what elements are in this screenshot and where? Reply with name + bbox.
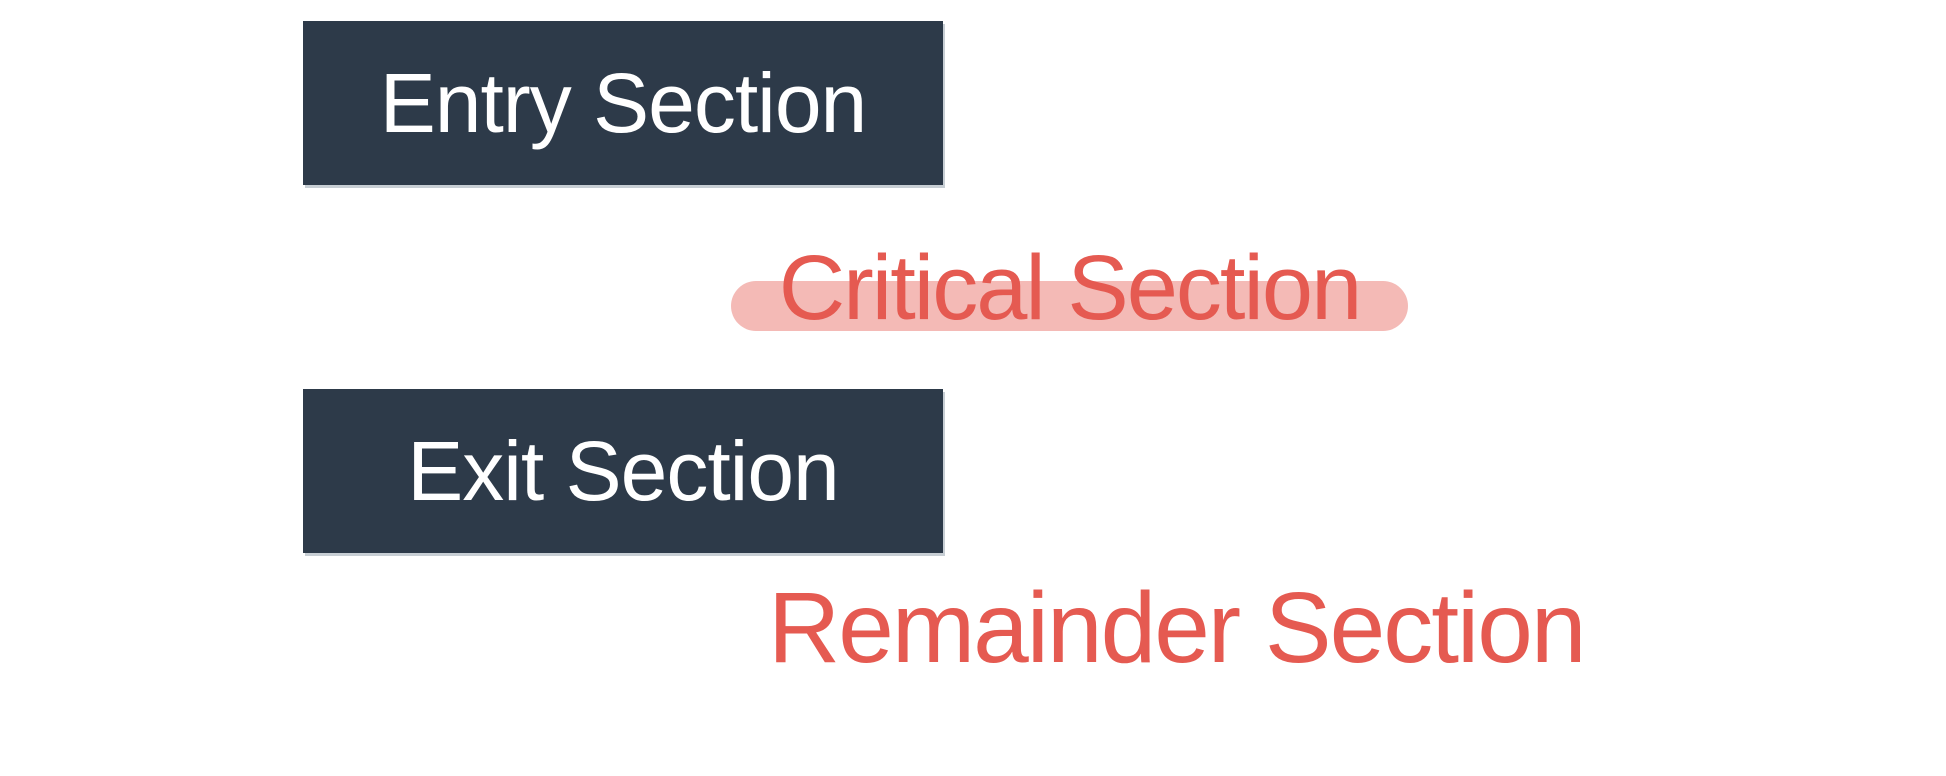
entry-section-box: Entry Section xyxy=(303,21,943,185)
exit-section-box: Exit Section xyxy=(303,389,943,553)
exit-section-label: Exit Section xyxy=(407,424,840,518)
critical-section-label: Critical Section xyxy=(778,237,1363,339)
remainder-section-label: Remainder Section xyxy=(768,572,1586,684)
critical-highlight-pill xyxy=(731,281,1408,331)
entry-section-label: Entry Section xyxy=(379,56,868,150)
critical-section-group: Critical Section xyxy=(731,236,1408,348)
